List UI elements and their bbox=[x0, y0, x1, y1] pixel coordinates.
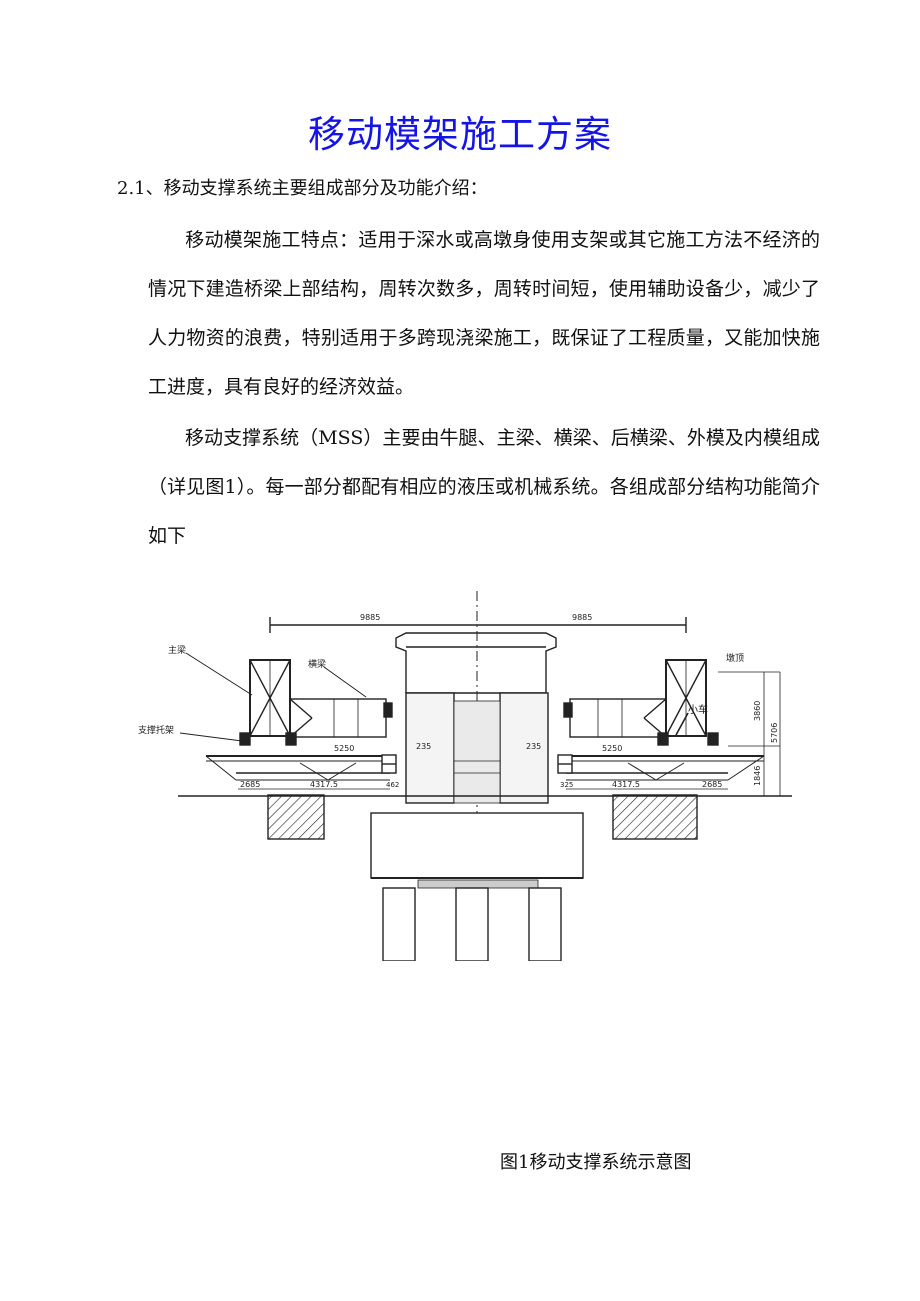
pile-3 bbox=[528, 887, 562, 962]
paragraph-features-text: 移动模架施工特点：适用于深水或高墩身使用支架或其它施工方法不经济的情况下建造桥梁… bbox=[148, 229, 820, 398]
pile-cap bbox=[370, 812, 584, 879]
soil-block-right bbox=[612, 794, 698, 840]
section-heading: 2.1、移动支撑系统主要组成部分及功能介绍： bbox=[117, 178, 488, 199]
cross-beam-left bbox=[289, 698, 387, 738]
paragraph-components-text: 移动支撑系统（MSS）主要由牛腿、主梁、横梁、后横梁、外模及内模组成（详见图1）… bbox=[148, 427, 820, 547]
label-support-bracket: 支撑托架 bbox=[138, 724, 174, 736]
label-cross-beam: 横梁 bbox=[308, 658, 326, 670]
height-upper-dim: 3860 bbox=[753, 701, 762, 721]
gap-right-dim: 235 bbox=[526, 742, 541, 751]
pier-middle bbox=[453, 700, 501, 804]
paragraph-components: 移动支撑系统（MSS）主要由牛腿、主梁、横梁、后横梁、外模及内模组成（详见图1）… bbox=[148, 414, 820, 561]
pier-right-column bbox=[499, 692, 549, 804]
len-left-dim: 4317.5 bbox=[310, 780, 338, 789]
page-title: 移动模架施工方案 bbox=[308, 113, 612, 156]
label-pier-top: 墩顶 bbox=[726, 652, 744, 664]
beam-left-dim: 5250 bbox=[334, 744, 354, 753]
soil-block-left bbox=[267, 794, 325, 840]
offset-left-dim: 2685 bbox=[240, 780, 260, 789]
figure-caption: 图1移动支撑系统示意图 bbox=[500, 1152, 692, 1173]
paragraph-features: 移动模架施工特点：适用于深水或高墩身使用支架或其它施工方法不经济的情况下建造桥梁… bbox=[148, 216, 820, 412]
label-trolley: 小车 bbox=[688, 703, 708, 716]
small-left-dim: 462 bbox=[386, 781, 399, 789]
gap-left-dim: 235 bbox=[416, 742, 431, 751]
span-left-label: 9885 bbox=[360, 613, 380, 622]
span-right-label: 9885 bbox=[572, 613, 592, 622]
offset-right-dim: 2685 bbox=[702, 780, 722, 789]
pile-2 bbox=[455, 887, 489, 962]
height-total-dim: 5706 bbox=[770, 723, 779, 743]
pier-left-column bbox=[405, 692, 455, 804]
pile-1 bbox=[382, 887, 416, 962]
cross-beam-right bbox=[569, 698, 667, 738]
label-main-beam: 主梁 bbox=[168, 644, 186, 656]
pier-cap bbox=[395, 632, 557, 694]
small-right-dim: 325 bbox=[560, 781, 573, 789]
height-lower-dim: 1846 bbox=[753, 766, 762, 786]
len-right-dim: 4317.5 bbox=[612, 780, 640, 789]
beam-right-dim: 5250 bbox=[602, 744, 622, 753]
mss-diagram: 9885 9885 bbox=[128, 583, 792, 962]
